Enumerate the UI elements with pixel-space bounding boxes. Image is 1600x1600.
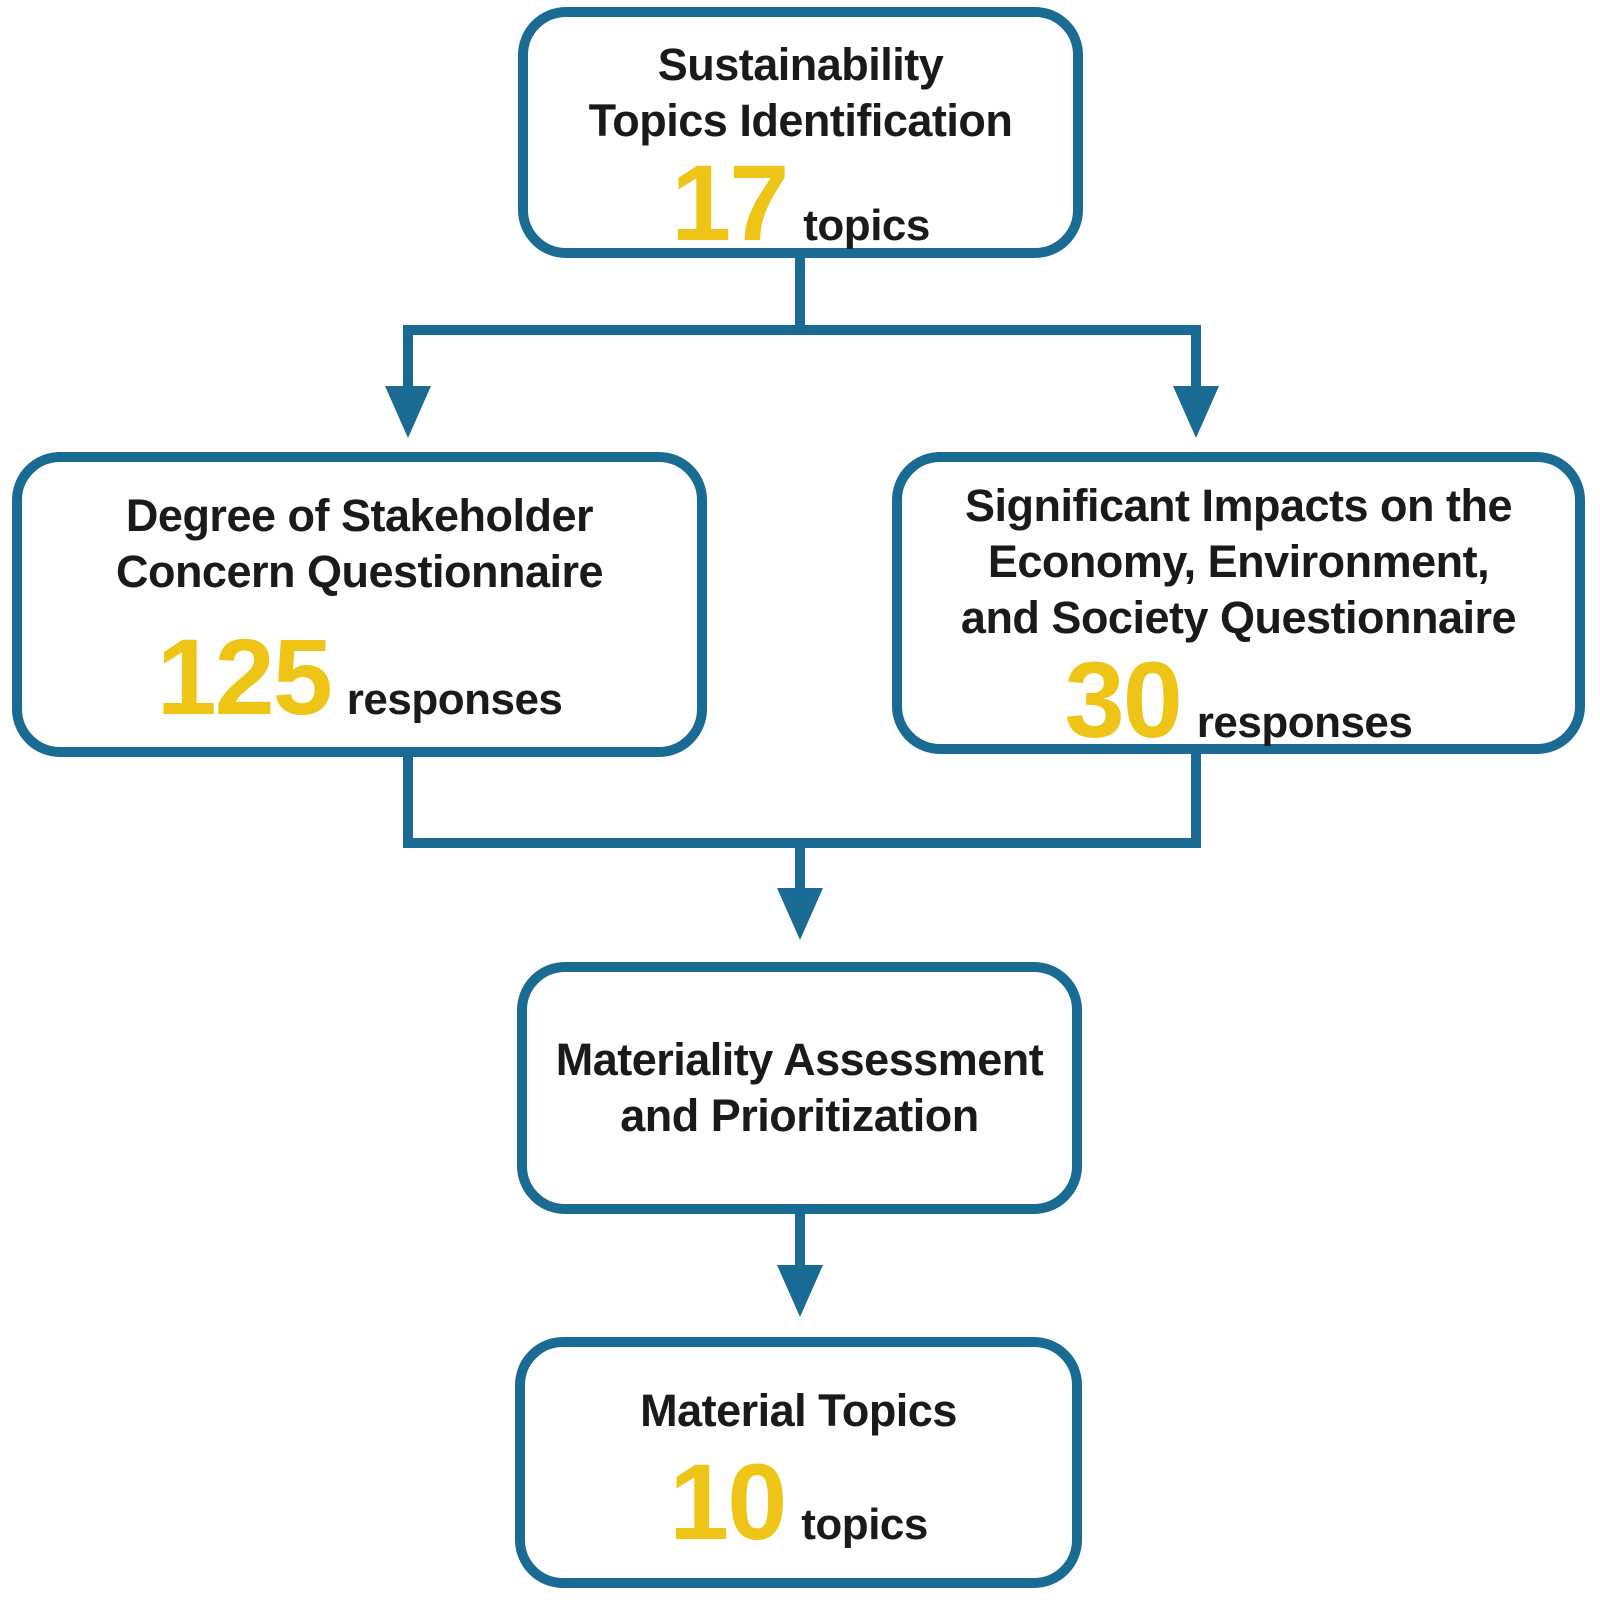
connector-merge-from-stakeholder: [403, 755, 413, 848]
node-title: Material Topics: [640, 1383, 957, 1439]
metric-unit: responses: [1196, 698, 1413, 747]
title-line: and Prioritization: [620, 1090, 979, 1141]
arrowhead-to-assessment-icon: [777, 888, 823, 940]
node-material-topics: Material Topics 10 topics: [515, 1337, 1082, 1588]
title-line: Significant Impacts on the: [964, 480, 1513, 531]
metric-unit: topics: [803, 201, 930, 250]
title-line: Concern Questionnaire: [115, 546, 604, 597]
connector-stem-to-material-topics: [795, 1212, 805, 1267]
node-significant-impacts-questionnaire: Significant Impacts on the Economy, Envi…: [892, 452, 1585, 754]
arrowhead-to-material-topics-icon: [777, 1265, 823, 1317]
metric-value: 125: [156, 616, 333, 737]
node-title: Sustainability Topics Identification: [589, 37, 1013, 149]
metric: 125 responses: [157, 623, 563, 731]
title-line: and Society Questionnaire: [960, 592, 1517, 643]
metric: 10 topics: [669, 1448, 928, 1556]
connector-merge-from-impacts: [1191, 752, 1201, 848]
node-sustainability-topics-identification: Sustainability Topics Identification 17 …: [518, 7, 1083, 258]
title-line: Degree of Stakeholder: [125, 490, 594, 541]
arrowhead-to-impacts-icon: [1173, 386, 1219, 438]
node-stakeholder-concern-questionnaire: Degree of Stakeholder Concern Questionna…: [12, 452, 707, 757]
connector-merge-horizontal: [403, 838, 1201, 848]
connector-stem-from-identification: [795, 256, 805, 335]
node-title: Degree of Stakeholder Concern Questionna…: [115, 488, 604, 600]
node-title: Materiality Assessment and Prioritizatio…: [556, 1032, 1044, 1144]
title-line: Economy, Environment,: [987, 536, 1490, 587]
node-materiality-assessment: Materiality Assessment and Prioritizatio…: [517, 962, 1082, 1214]
arrowhead-to-stakeholder-icon: [385, 386, 431, 438]
connector-drop-to-impacts: [1191, 335, 1201, 388]
connector-drop-to-stakeholder: [403, 335, 413, 388]
title-line: Materiality Assessment: [555, 1034, 1044, 1085]
metric-value: 30: [1064, 639, 1183, 760]
metric-unit: topics: [801, 1500, 928, 1549]
title-line: Topics Identification: [588, 95, 1013, 146]
metric: 17 topics: [671, 149, 930, 257]
metric: 30 responses: [1065, 646, 1413, 754]
title-line: Material Topics: [640, 1385, 957, 1436]
metric-unit: responses: [346, 675, 563, 724]
node-title: Significant Impacts on the Economy, Envi…: [960, 478, 1517, 646]
title-line: Sustainability: [657, 39, 944, 90]
metric-value: 17: [671, 142, 789, 263]
connector-branch-horizontal: [403, 325, 1201, 335]
connector-stem-to-assessment: [795, 848, 805, 890]
metric-value: 10: [669, 1441, 787, 1562]
